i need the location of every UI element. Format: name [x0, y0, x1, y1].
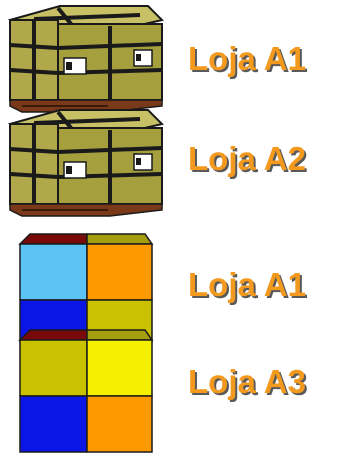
label-loja-a3: Loja A3 — [188, 363, 306, 400]
label-loja-a2: Loja A2 — [188, 140, 306, 177]
label-loja-a1-top: Loja A1 — [188, 40, 306, 77]
color-block-stack — [18, 233, 154, 453]
pallet-loja-a1-top — [8, 5, 164, 113]
pallet-loja-a2 — [8, 109, 164, 217]
label-loja-a1-bottom: Loja A1 — [188, 266, 306, 303]
